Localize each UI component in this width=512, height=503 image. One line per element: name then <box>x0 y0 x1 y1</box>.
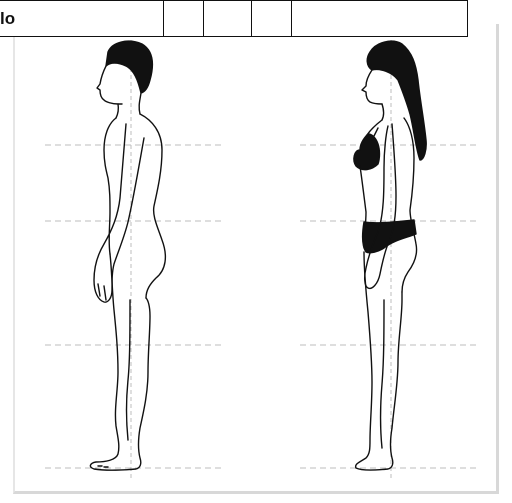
header-cell[interactable] <box>251 1 291 37</box>
header-table: lo <box>0 0 468 37</box>
header-cell[interactable] <box>163 1 203 37</box>
header-label: lo <box>0 9 15 29</box>
diagram-frame <box>13 24 499 494</box>
header-cell-label: lo <box>0 1 163 37</box>
header-cell[interactable] <box>291 1 467 37</box>
header-row: lo <box>0 1 467 37</box>
header-cell[interactable] <box>203 1 251 37</box>
